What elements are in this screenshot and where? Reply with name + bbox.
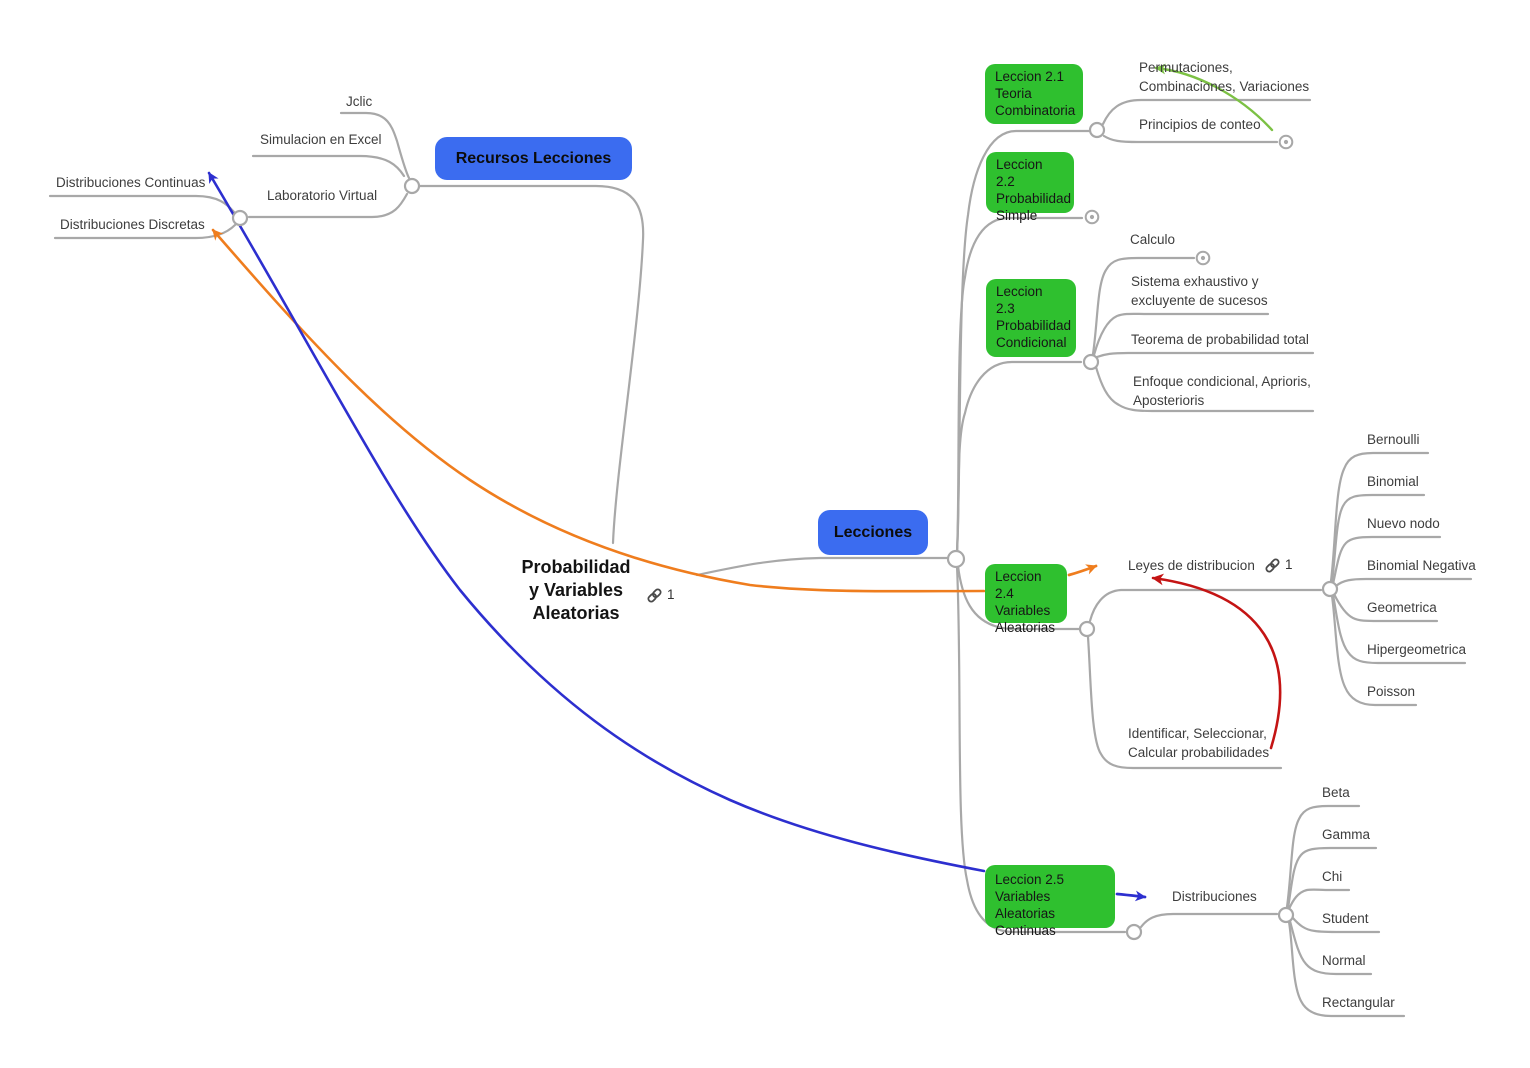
branch-line xyxy=(1101,98,1312,126)
branch-line xyxy=(1139,912,1279,929)
node-identificar-seleccionar[interactable]: Identificar, Seleccionar, Calcular proba… xyxy=(1128,726,1270,760)
node-beta[interactable]: Beta xyxy=(1322,785,1350,800)
root-link-icon[interactable] xyxy=(646,587,663,609)
branch-line xyxy=(1286,846,1378,910)
node-gamma[interactable]: Gamma xyxy=(1322,827,1371,842)
branch-line xyxy=(1094,365,1315,413)
branch-line xyxy=(955,360,1083,554)
branch-line xyxy=(247,192,409,219)
branch-line xyxy=(48,194,236,214)
junction-handle[interactable] xyxy=(1088,121,1106,139)
branch-line xyxy=(1288,919,1373,976)
branch-line xyxy=(411,184,645,545)
node-permutaciones-combinaciones[interactable]: Permutaciones, Combinaciones, Variacione… xyxy=(1139,60,1310,94)
junction-handle[interactable] xyxy=(1321,580,1339,598)
branch-line xyxy=(1330,594,1418,707)
node-root[interactable]: Probabilidad y Variables Aleatorias xyxy=(521,557,631,623)
node-distribuciones[interactable]: Distribuciones xyxy=(1172,889,1257,904)
relationship-arrow-red[interactable] xyxy=(1151,573,1282,750)
branch-line xyxy=(1332,592,1439,623)
node-principios-de-conteo[interactable]: Principios de conteo xyxy=(1139,117,1261,132)
branch-line xyxy=(695,556,950,577)
relationship-arrow-blue[interactable] xyxy=(207,171,986,873)
node-normal[interactable]: Normal xyxy=(1322,953,1366,968)
branch-line xyxy=(1290,915,1381,934)
node-chi[interactable]: Chi xyxy=(1322,869,1343,884)
node-sistema-exhaustivo[interactable]: Sistema exhaustivo y excluyente de suces… xyxy=(1131,274,1268,308)
relationship-arrow-green[interactable] xyxy=(1154,63,1274,132)
branch-line xyxy=(251,154,406,178)
branch-line xyxy=(1287,920,1406,1018)
circle-dot-indicator[interactable] xyxy=(1084,209,1100,225)
node-leccion-2-3[interactable]: Leccion 2.3 Probabilidad Condicional xyxy=(986,279,1076,357)
node-binomial[interactable]: Binomial xyxy=(1367,474,1419,489)
branch-line xyxy=(1086,635,1283,770)
node-nuevo-nodo[interactable]: Nuevo nodo xyxy=(1367,516,1440,531)
node-simulacion-en-excel[interactable]: Simulacion en Excel xyxy=(260,132,382,147)
branch-line xyxy=(1334,577,1473,588)
node-leccion-2-4[interactable]: Leccion 2.4 Variables Aleatorias xyxy=(985,564,1067,635)
node-hipergeometrica[interactable]: Hipergeometrica xyxy=(1367,642,1467,657)
branch-line xyxy=(1329,451,1430,583)
node-geometrica[interactable]: Geometrica xyxy=(1367,600,1437,615)
junction-handle[interactable] xyxy=(231,209,249,227)
node-rectangular[interactable]: Rectangular xyxy=(1322,995,1395,1010)
branch-line xyxy=(1331,593,1467,665)
junction-handles xyxy=(231,121,1339,941)
circle-dot-indicator[interactable] xyxy=(1278,134,1294,150)
branch-lines-group xyxy=(48,98,1473,1018)
circle-dot-indicator[interactable] xyxy=(1195,250,1211,266)
node-leccion-2-2[interactable]: Leccion 2.2 Probabilidad Simple xyxy=(986,152,1074,223)
relationship-arrow-blue-short[interactable] xyxy=(1115,890,1147,902)
node-leccion-2-1[interactable]: Leccion 2.1 Teoria Combinatoria xyxy=(985,64,1083,124)
junction-handle[interactable] xyxy=(1277,906,1295,924)
branch-line xyxy=(1088,588,1323,623)
node-binomial-negativa[interactable]: Binomial Negativa xyxy=(1367,558,1476,573)
branch-line xyxy=(1091,256,1196,356)
junction-handle[interactable] xyxy=(946,549,966,569)
node-teorema-probabilidad-total[interactable]: Teorema de probabilidad total xyxy=(1131,332,1309,347)
branch-line xyxy=(1331,535,1442,586)
leyes-link-count[interactable]: 1 xyxy=(1285,557,1293,572)
junction-handle[interactable] xyxy=(1082,353,1100,371)
junction-handle[interactable] xyxy=(403,177,421,195)
node-enfoque-condicional[interactable]: Enfoque condicional, Aprioris, Aposterio… xyxy=(1133,374,1311,408)
relationship-arrow-orange[interactable] xyxy=(211,228,986,593)
node-calculo[interactable]: Calculo xyxy=(1130,232,1176,247)
branch-line xyxy=(1285,804,1361,909)
branch-line xyxy=(1092,312,1270,357)
node-bernoulli[interactable]: Bernoulli xyxy=(1367,432,1420,447)
node-distribuciones-discretas[interactable]: Distribuciones Discretas xyxy=(60,217,205,232)
expand-indicators xyxy=(1084,134,1294,266)
branch-line xyxy=(1102,134,1279,144)
node-lecciones[interactable]: Lecciones xyxy=(818,510,928,555)
junction-handle[interactable] xyxy=(1078,620,1096,638)
node-leyes-de-distribucion[interactable]: Leyes de distribucion xyxy=(1128,558,1255,573)
root-link-count[interactable]: 1 xyxy=(667,587,675,602)
leyes-link-icon[interactable] xyxy=(1264,557,1281,579)
node-distribuciones-continuas[interactable]: Distribuciones Continuas xyxy=(56,175,206,190)
relationship-arrow-orange-short[interactable] xyxy=(1067,564,1098,577)
node-poisson[interactable]: Poisson xyxy=(1367,684,1416,699)
branch-line xyxy=(1330,493,1426,584)
branch-line xyxy=(1095,351,1315,359)
node-leccion-2-5[interactable]: Leccion 2.5 Variables Aleatorias Continu… xyxy=(985,865,1115,938)
branch-line xyxy=(1287,888,1351,911)
branch-line xyxy=(339,111,411,180)
junction-handle[interactable] xyxy=(1125,923,1143,941)
node-student[interactable]: Student xyxy=(1322,911,1369,926)
node-laboratorio-virtual[interactable]: Laboratorio Virtual xyxy=(267,188,378,203)
relationship-layer xyxy=(207,63,1282,902)
node-recursos-lecciones[interactable]: Recursos Lecciones xyxy=(435,137,632,180)
node-jclic[interactable]: Jclic xyxy=(346,94,373,109)
